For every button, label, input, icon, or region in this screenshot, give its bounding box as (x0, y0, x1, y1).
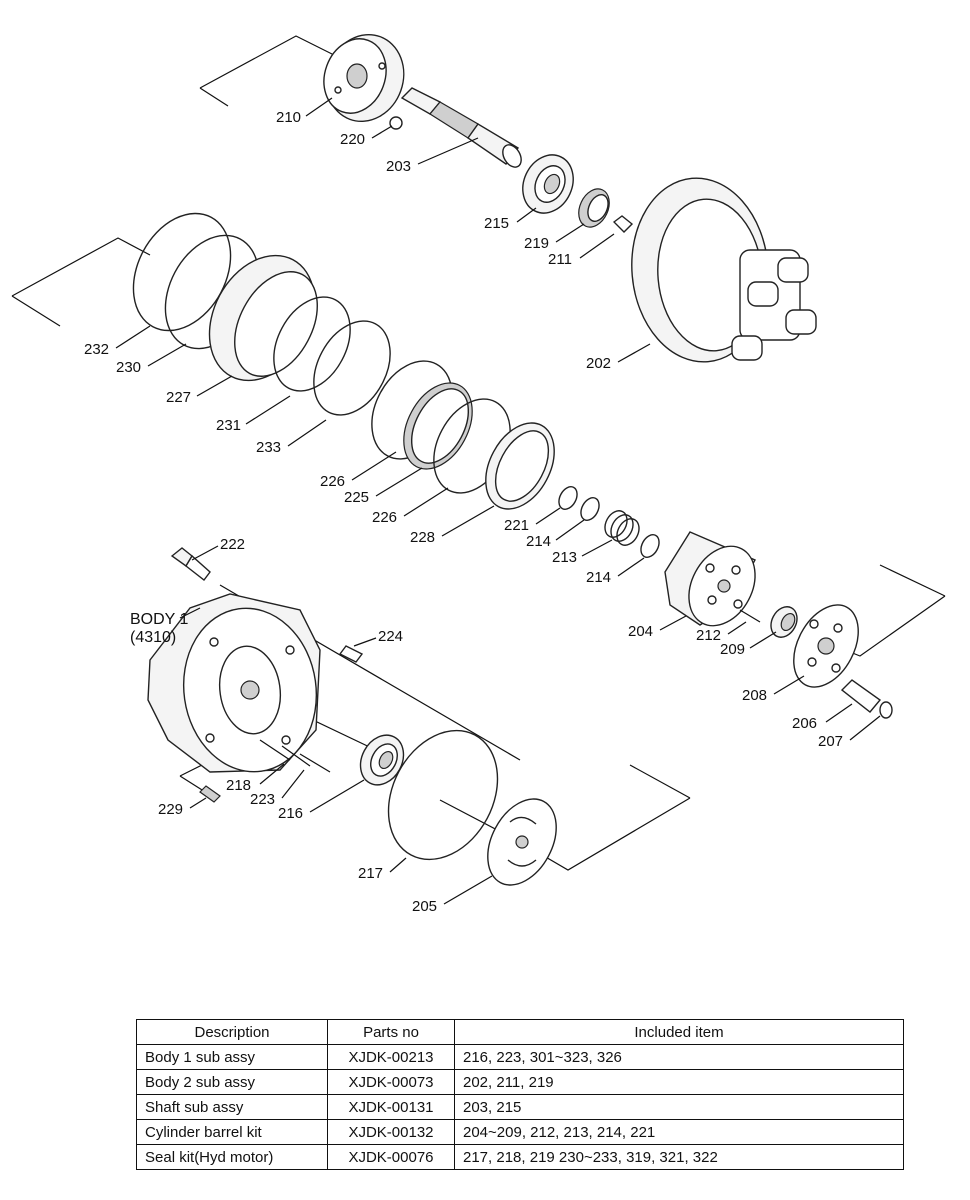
callout-209: 209 (720, 641, 745, 658)
callout-222: 222 (220, 536, 245, 553)
callout-216: 216 (278, 805, 303, 822)
part-213-spring (604, 510, 640, 546)
callout-210: 210 (276, 109, 301, 126)
row-included: 203, 215 (454, 1094, 904, 1120)
part-219-needle-bearing (578, 188, 610, 228)
callout-227: 227 (166, 389, 191, 406)
callout-leaders (115, 97, 881, 905)
row-included: 216, 223, 301~323, 326 (454, 1044, 904, 1070)
callout-217: 217 (358, 865, 383, 882)
table-header-row: Description Parts no Included item (136, 1019, 904, 1045)
callout-230: 230 (116, 359, 141, 376)
row-included: 202, 211, 219 (454, 1069, 904, 1095)
part-214-washer-2 (640, 534, 660, 558)
callout-221: 221 (504, 517, 529, 534)
callout-215: 215 (484, 215, 509, 232)
table-row: Seal kit(Hyd motor) XJDK-00076 217, 218,… (136, 1144, 904, 1170)
part-221-snap-ring (558, 486, 578, 510)
callout-labels: 210 220 203 215 219 211 202 232 230 227 … (84, 109, 843, 915)
part-208-retainer-plate (793, 604, 859, 688)
callout-206: 206 (792, 715, 817, 732)
part-207-shoe (879, 701, 893, 719)
callout-214b: 214 (586, 569, 611, 586)
part-203-shaft (400, 87, 522, 168)
callout-223: 223 (250, 791, 275, 808)
part-231-ring (273, 296, 351, 392)
body-1-code: (4310) (130, 629, 176, 646)
part-215-bearing (522, 154, 574, 214)
row-parts-no: XJDK-00132 (327, 1119, 455, 1145)
part-222-bolt (170, 547, 211, 581)
callout-212: 212 (696, 627, 721, 644)
part-212-pin (739, 609, 761, 623)
callout-226b: 226 (372, 509, 397, 526)
part-214-washer (580, 497, 600, 521)
parts-table: Description Parts no Included item Body … (136, 1019, 904, 1170)
part-206-piston (840, 679, 882, 713)
table-row: Body 2 sub assy XJDK-00073 202, 211, 219 (136, 1069, 904, 1095)
assembly-axis-lines (11, 35, 946, 871)
part-227-piston (208, 254, 318, 382)
part-217-o-ring (387, 729, 499, 861)
row-included: 217, 218, 219 230~233, 319, 321, 322 (454, 1144, 904, 1170)
callout-204: 204 (628, 623, 653, 640)
callout-208: 208 (742, 687, 767, 704)
row-parts-no: XJDK-00076 (327, 1144, 455, 1170)
callout-205: 205 (412, 898, 437, 915)
callout-203: 203 (386, 158, 411, 175)
callout-226a: 226 (320, 473, 345, 490)
callout-219: 219 (524, 235, 549, 252)
row-description: Seal kit(Hyd motor) (136, 1144, 328, 1170)
part-233-ring (313, 320, 391, 416)
callout-214a: 214 (526, 533, 551, 550)
exploded-parts-diagram: 210 220 203 215 219 211 202 232 230 227 … (11, 33, 946, 915)
callout-224: 224 (378, 628, 403, 645)
part-204-cylinder-barrel (664, 531, 756, 627)
table-row: Cylinder barrel kit XJDK-00132 204~209, … (136, 1119, 904, 1145)
row-parts-no: XJDK-00213 (327, 1044, 455, 1070)
row-description: Body 1 sub assy (136, 1044, 328, 1070)
part-228-plate (485, 422, 555, 510)
row-description: Cylinder barrel kit (136, 1119, 328, 1145)
callout-229: 229 (158, 801, 183, 818)
part-220-ball (389, 116, 403, 130)
part-205-valve-plate (487, 798, 557, 886)
callout-207: 207 (818, 733, 843, 750)
callout-232: 232 (84, 341, 109, 358)
part-225-separator (403, 382, 473, 470)
part-211-pin (612, 215, 634, 233)
part-202-housing (631, 177, 817, 363)
header-parts-no: Parts no (327, 1019, 455, 1045)
header-description: Description (136, 1019, 328, 1045)
row-description: Shaft sub assy (136, 1094, 328, 1120)
part-209-bushing (770, 606, 798, 638)
callout-233: 233 (256, 439, 281, 456)
part-216-bearing (359, 734, 405, 786)
callout-225: 225 (344, 489, 369, 506)
callout-202: 202 (586, 355, 611, 372)
callout-220: 220 (340, 131, 365, 148)
header-included-item: Included item (454, 1019, 904, 1045)
part-224-pin (338, 645, 364, 663)
callout-231: 231 (216, 417, 241, 434)
callout-228: 228 (410, 529, 435, 546)
part-210-disc (323, 33, 405, 123)
body-1-casing (147, 593, 321, 773)
row-included: 204~209, 212, 213, 214, 221 (454, 1119, 904, 1145)
callout-211: 211 (548, 251, 572, 268)
table-row: Body 1 sub assy XJDK-00213 216, 223, 301… (136, 1044, 904, 1070)
body-1-label: BODY 1 (130, 611, 189, 628)
part-218-pins (259, 739, 331, 773)
row-description: Body 2 sub assy (136, 1069, 328, 1095)
row-parts-no: XJDK-00073 (327, 1069, 455, 1095)
row-parts-no: XJDK-00131 (327, 1094, 455, 1120)
part-229-plug (199, 785, 221, 803)
table-row: Shaft sub assy XJDK-00131 203, 215 (136, 1094, 904, 1120)
callout-213: 213 (552, 549, 577, 566)
callout-218: 218 (226, 777, 251, 794)
